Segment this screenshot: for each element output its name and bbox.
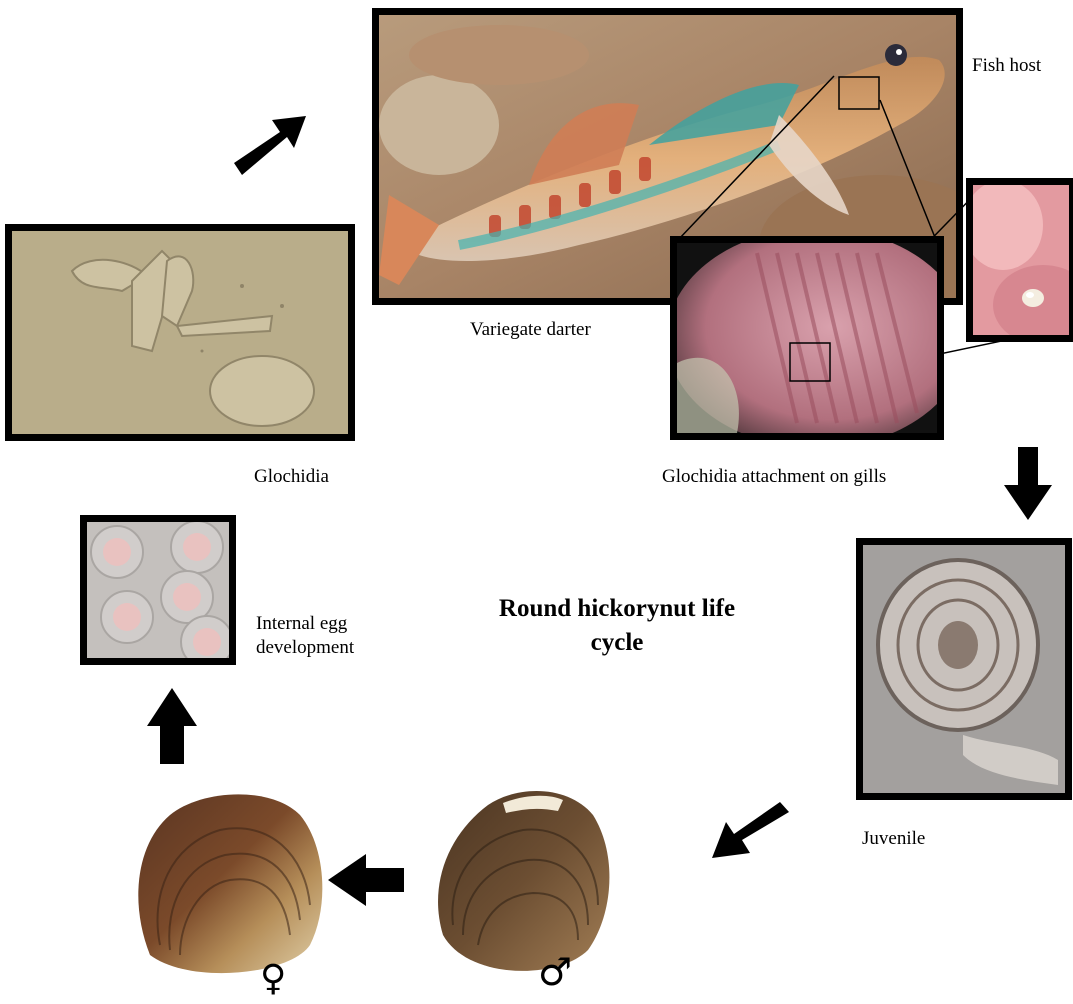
internal-egg-line2: development bbox=[256, 636, 354, 660]
internal-egg-development-label: Internal egg development bbox=[256, 612, 354, 660]
female-symbol: ♀ bbox=[260, 958, 286, 1000]
male-shell bbox=[428, 785, 618, 980]
variegate-darter-label: Variegate darter bbox=[470, 318, 591, 342]
arrow-to-juvenile bbox=[1004, 447, 1052, 520]
arrow-to-adult-male bbox=[712, 802, 789, 858]
egg-development-photo bbox=[80, 515, 236, 665]
internal-egg-line1: Internal egg bbox=[256, 612, 354, 636]
fish-host-label: Fish host bbox=[972, 54, 1041, 78]
glochidia-photo bbox=[5, 224, 355, 441]
arrow-to-egg-development bbox=[147, 688, 197, 764]
gill-photo bbox=[670, 236, 944, 440]
juvenile-label: Juvenile bbox=[862, 827, 925, 851]
juvenile-photo bbox=[856, 538, 1072, 800]
diagram-title: Round hickorynut life cycle bbox=[452, 592, 782, 660]
title-line2: cycle bbox=[452, 626, 782, 660]
glochidia-image bbox=[12, 231, 348, 434]
glochidia-attachment-label: Glochidia attachment on gills bbox=[662, 465, 886, 489]
glochidia-closeup-image bbox=[973, 185, 1073, 335]
title-line1: Round hickorynut life bbox=[452, 592, 782, 626]
male-symbol: ♂ bbox=[538, 950, 572, 994]
juvenile-image bbox=[863, 545, 1065, 793]
eggs-image bbox=[87, 522, 229, 658]
arrow-to-fish-host bbox=[234, 116, 306, 175]
glochidia-label: Glochidia bbox=[254, 465, 329, 489]
gill-closeup-photo bbox=[966, 178, 1073, 342]
arrow-to-adult-female bbox=[328, 854, 404, 906]
female-shell bbox=[130, 785, 330, 980]
gill-image bbox=[677, 243, 937, 433]
